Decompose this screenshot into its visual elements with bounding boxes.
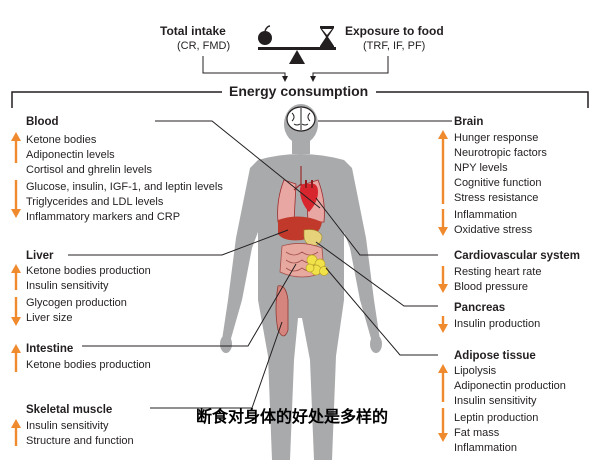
liver-up-arrow [11, 264, 21, 290]
list-item: Inflammation [454, 442, 517, 454]
adipose-up-arrow [438, 364, 448, 402]
list-item: Structure and function [26, 435, 134, 447]
list-item: Inflammatory markers and CRP [26, 211, 181, 223]
blood-title: Blood [26, 116, 59, 128]
leader-liver [68, 229, 289, 256]
exposure-title: Exposure to food [345, 24, 444, 38]
intestine-up-arrow [11, 344, 21, 372]
list-item: Ketone bodies [26, 134, 97, 146]
intestine-title: Intestine [26, 343, 74, 355]
liver-down-arrow [11, 297, 21, 326]
list-item: NPY levels [454, 162, 508, 174]
list-item: Neurotropic factors [454, 147, 547, 159]
list-item: Ketone bodies production [26, 265, 151, 277]
brain-title: Brain [454, 116, 484, 128]
list-item: Leptin production [454, 412, 539, 424]
list-item: Insulin sensitivity [26, 280, 109, 292]
apple-icon [258, 25, 272, 45]
skeletal-muscle-title: Skeletal muscle [26, 404, 113, 416]
energy-consumption-label: Energy consumption [226, 83, 372, 99]
cardiovascular-title: Cardiovascular system [454, 250, 580, 262]
adipose-down-arrow [438, 408, 448, 442]
list-item: Insulin sensitivity [26, 420, 109, 432]
brain-down-arrow [438, 209, 448, 236]
caption-text: 断食对身体的好处是多样的 [196, 409, 389, 426]
list-item: Resting heart rate [454, 266, 542, 278]
adipose-icon [305, 254, 329, 276]
blood-down-arrow [11, 180, 21, 218]
leader-muscle [150, 321, 283, 409]
leader-adipose [325, 267, 438, 356]
list-item: Liver size [26, 312, 73, 324]
list-item: Adiponectin levels [26, 149, 115, 161]
list-item: Insulin production [454, 318, 541, 330]
heart-icon [300, 180, 318, 212]
liver-title: Liver [26, 250, 54, 262]
right-connector [310, 56, 389, 82]
bracket-left [11, 91, 222, 108]
list-item: Glycogen production [26, 297, 127, 309]
muscle-icon [275, 285, 289, 337]
blood-up-arrow [11, 132, 21, 163]
list-item: Glucose, insulin, IGF-1, and leptin leve… [26, 181, 223, 193]
list-item: Triglycerides and LDL levels [26, 196, 164, 208]
list-item: Inflammation [454, 209, 517, 221]
balance-scale-icon [258, 47, 336, 64]
list-item: Hunger response [454, 132, 539, 144]
hourglass-icon [320, 26, 334, 48]
leader-pancreas [315, 241, 438, 307]
total-intake-title: Total intake [160, 24, 226, 38]
list-item: Stress resistance [454, 192, 539, 204]
cardio-down-arrow [438, 266, 448, 293]
list-item: Insulin sensitivity [454, 395, 537, 407]
brain-icon [286, 106, 316, 132]
exposure-sub: (TRF, IF, PF) [363, 40, 426, 52]
total-intake-sub: (CR, FMD) [177, 40, 231, 52]
list-item: Ketone bodies production [26, 359, 151, 371]
muscle-up-arrow [11, 419, 21, 446]
list-item: Oxidative stress [454, 224, 533, 236]
leader-intestine [82, 263, 297, 347]
bracket-right [376, 91, 589, 108]
list-item: Adiponectin production [454, 380, 566, 392]
leader-blood [155, 120, 321, 209]
pancreas-title: Pancreas [454, 302, 506, 314]
brain-up-arrow [438, 130, 448, 204]
list-item: Lipolysis [454, 365, 497, 377]
list-item: Blood pressure [454, 281, 528, 293]
pancreas-down-arrow [438, 316, 448, 333]
list-item: Cognitive function [454, 177, 542, 189]
left-connector [202, 56, 288, 82]
list-item: Fat mass [454, 427, 500, 439]
list-item: Cortisol and ghrelin levels [26, 164, 152, 176]
human-body [220, 104, 382, 460]
adipose-tissue-title: Adipose tissue [454, 350, 536, 362]
leader-cardio [315, 197, 438, 256]
